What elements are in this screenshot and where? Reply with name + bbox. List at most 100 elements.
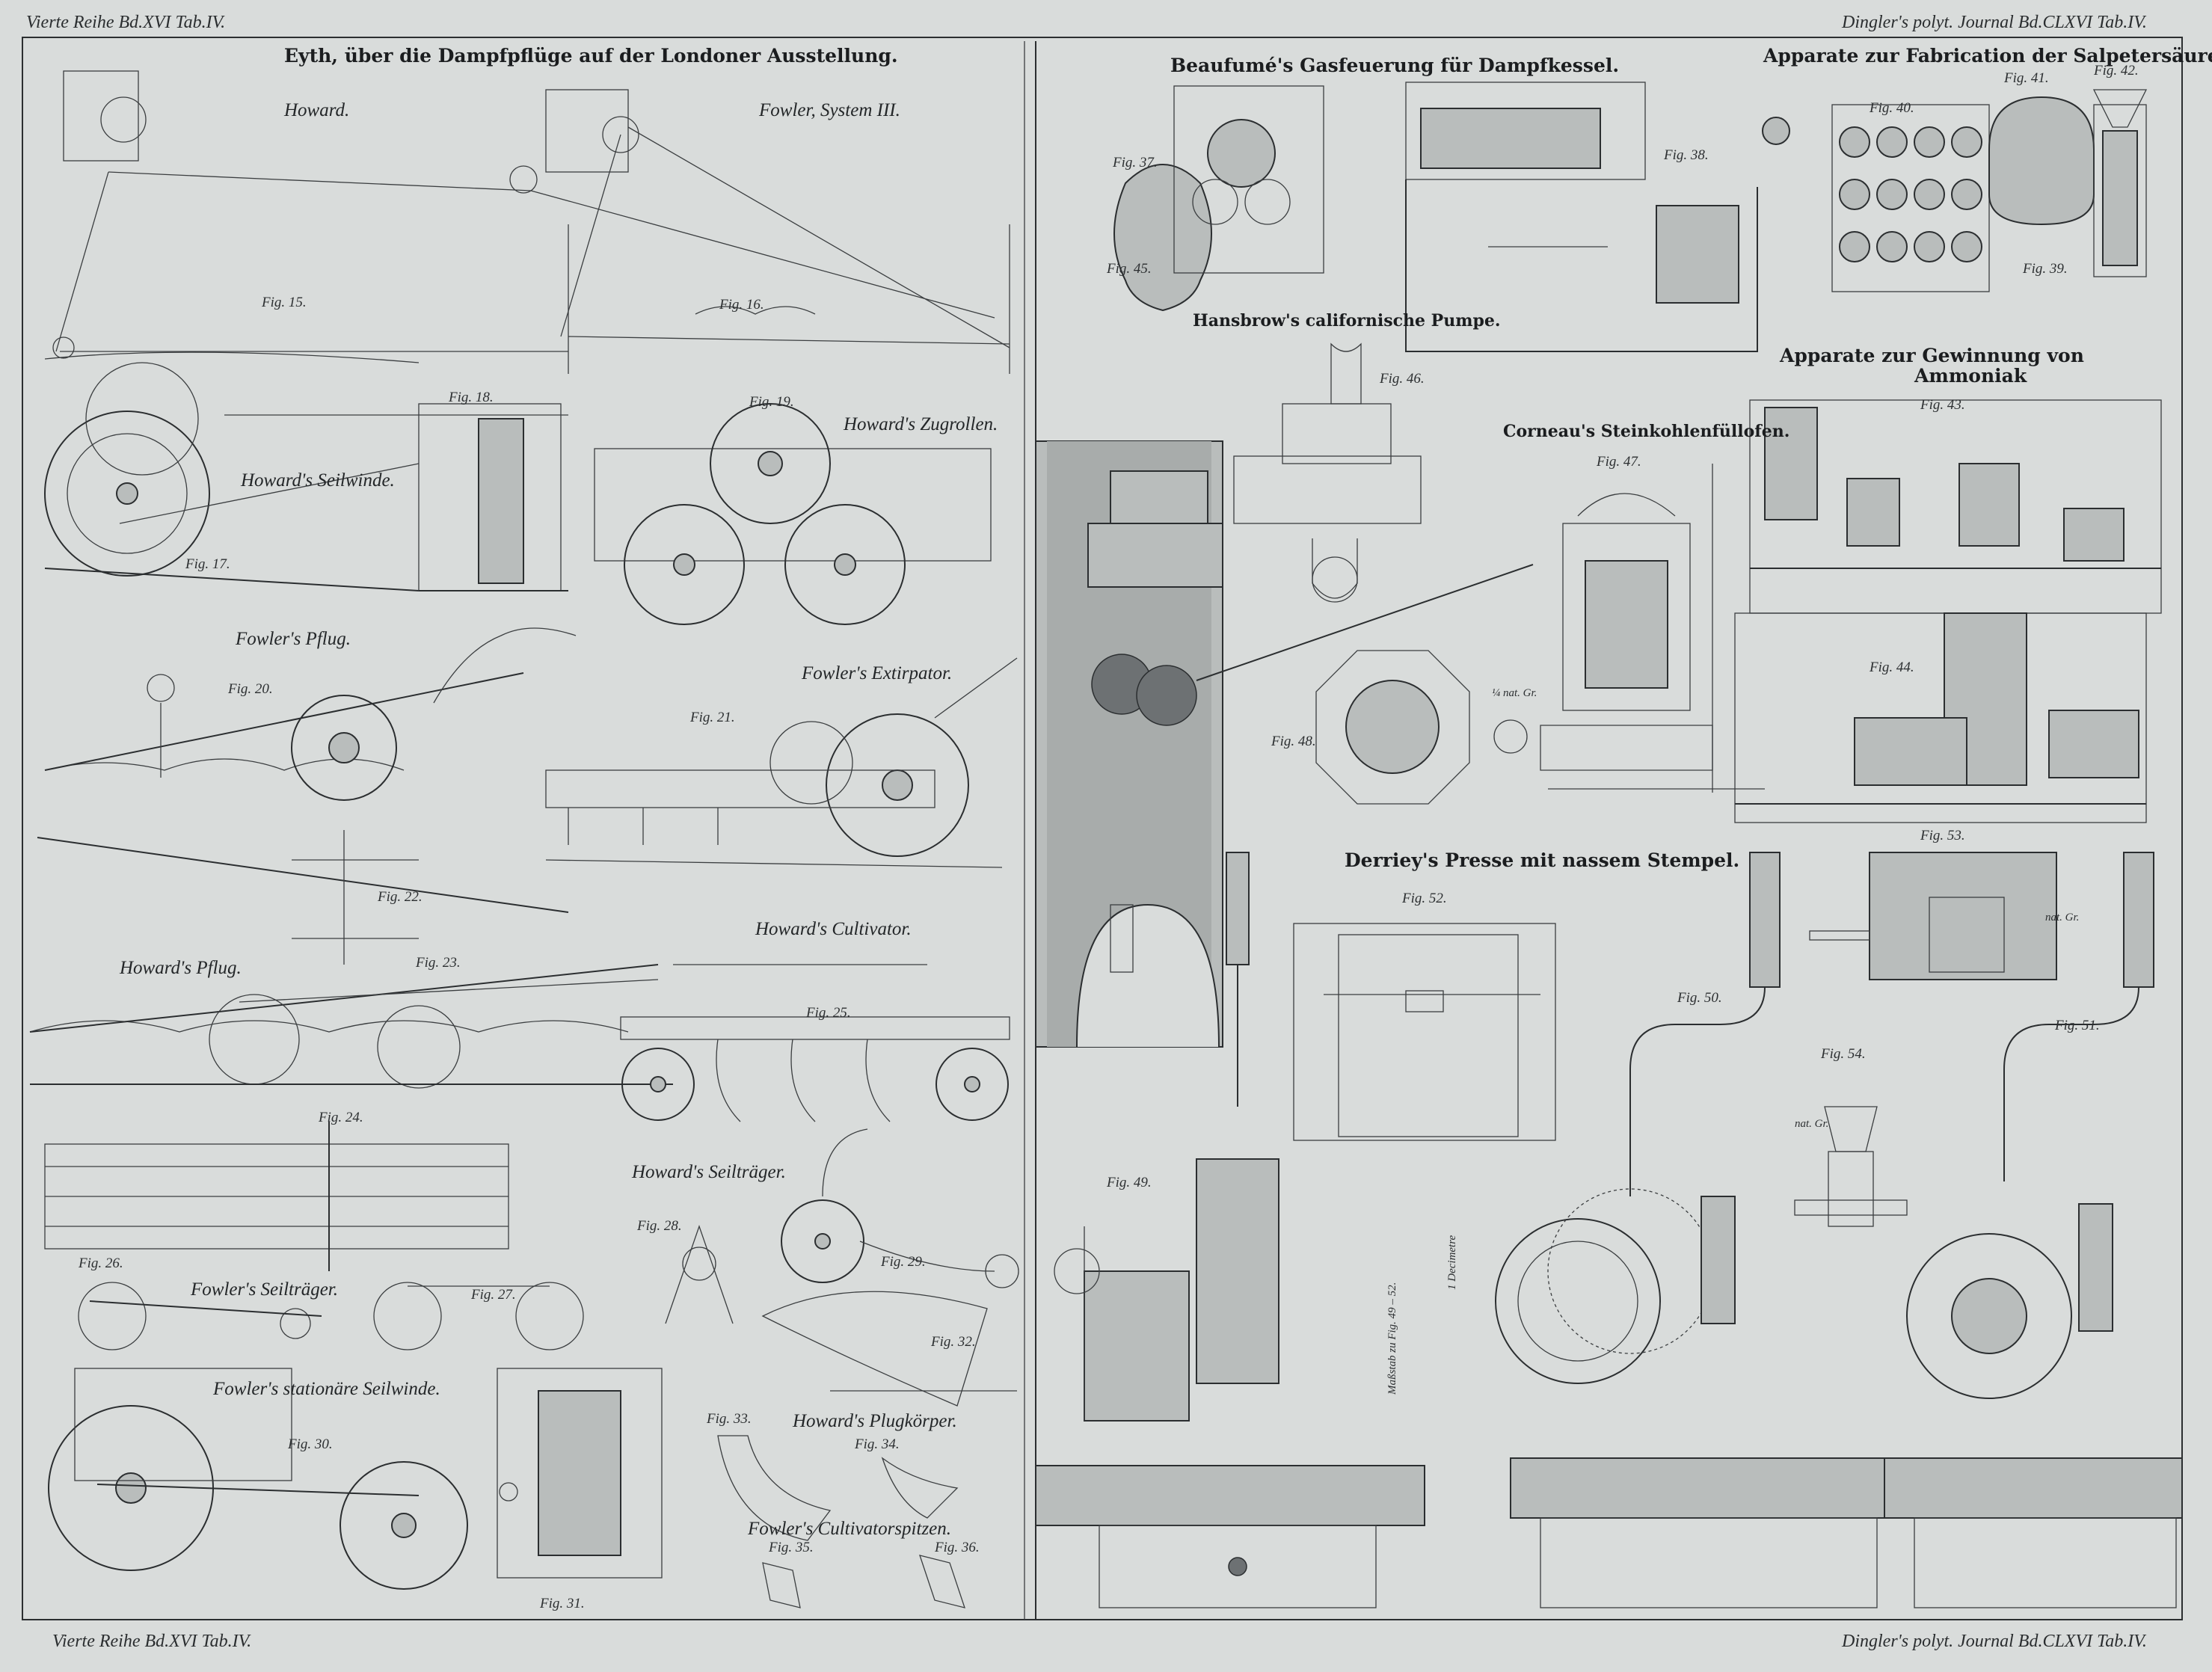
- fig38-kessel: [1405, 82, 1758, 352]
- caption-fowler-stationaere: Fowler's stationäre Seilwinde.: [213, 1379, 440, 1399]
- fig45-pumpe: [1035, 164, 1534, 1048]
- fig-label-36: Fig. 36.: [935, 1540, 980, 1555]
- section-title-beaufume: Beaufumé's Gasfeuerung für Dampfkessel.: [1170, 55, 1620, 76]
- fig-label-52: Fig. 52.: [1402, 891, 1447, 906]
- fig-label-46: Fig. 46.: [1380, 371, 1425, 387]
- fig-label-18: Fig. 18.: [449, 390, 494, 405]
- fig37-feuerung: [1173, 85, 1324, 274]
- fig17-seilwinde: [44, 351, 420, 591]
- fig-label-24: Fig. 24.: [319, 1110, 363, 1125]
- caption-howard-cultivator: Howard's Cultivator.: [755, 919, 912, 939]
- fig43-ammoniak: [1749, 399, 2162, 614]
- fig-label-23: Fig. 23.: [416, 955, 461, 971]
- fig20-fowler-pflug: [44, 627, 577, 801]
- section-title-corneau: Corneau's Steinkohlenfüllofen.: [1503, 422, 1790, 441]
- fig-label-41: Fig. 41.: [2004, 70, 2049, 86]
- fig39-42-salpeterapparate: [1762, 89, 2148, 292]
- fig-label-31: Fig. 31.: [540, 1596, 585, 1611]
- plate-header-left: Vierte Reihe Bd.XVI Tab.IV.: [26, 13, 226, 32]
- fig19-zugrollen: [594, 403, 992, 625]
- caption-howard-zugrollen: Howard's Zugrollen.: [844, 414, 998, 434]
- fig-label-37: Fig. 37.: [1113, 155, 1158, 170]
- caption-fowler-system: Fowler, System III.: [759, 100, 900, 120]
- fig-label-15: Fig. 15.: [262, 295, 307, 310]
- section-title-ammoniak-line2: Ammoniak: [1914, 365, 2027, 387]
- section-title-salpeter: Apparate zur Fabrication der Salpetersäu…: [1763, 45, 2212, 67]
- fig-label-53: Fig. 53.: [1920, 828, 1965, 843]
- fig24-cultivator-plan: [44, 1122, 509, 1271]
- fig-label-48: Fig. 48.: [1271, 734, 1316, 749]
- section-title-derriey: Derriey's Presse mit nassem Stempel.: [1345, 849, 1740, 871]
- fig50-presse: [1495, 852, 1915, 1608]
- fig-label-22: Fig. 22.: [378, 889, 423, 905]
- fig18-seilwinde-section: [224, 403, 568, 591]
- note-massstab: Maßstab zu Fig. 49 – 52.: [1386, 1282, 1398, 1395]
- fig-label-51: Fig. 51.: [2055, 1018, 2100, 1033]
- caption-fowler-cultivatorspitzen: Fowler's Cultivatorspitzen.: [748, 1519, 952, 1539]
- fig-label-54: Fig. 54.: [1821, 1046, 1866, 1062]
- fig-label-49: Fig. 49.: [1107, 1175, 1152, 1190]
- fig-label-25: Fig. 25.: [806, 1005, 851, 1021]
- fig47-steinkohlenofen: [1540, 464, 1765, 793]
- fig-label-44: Fig. 44.: [1870, 660, 1914, 675]
- fig-label-32: Fig. 32.: [931, 1334, 976, 1350]
- plate-header-right: Dingler's polyt. Journal Bd.CLXVI Tab.IV…: [1842, 13, 2147, 32]
- fig-label-43: Fig. 43.: [1920, 397, 1965, 413]
- fig-label-47: Fig. 47.: [1597, 454, 1641, 470]
- plate-footer-right: Dingler's polyt. Journal Bd.CLXVI Tab.IV…: [1842, 1632, 2147, 1651]
- fig-label-39: Fig. 39.: [2023, 261, 2068, 277]
- fig31-winch-section: [497, 1368, 663, 1579]
- section-title-ammoniak-line1: Apparate zur Gewinnung von: [1780, 345, 2084, 366]
- section-title-eyth: Eyth, über die Dampfpflüge auf der Londo…: [284, 45, 898, 67]
- caption-howard-seiltraeger: Howard's Seilträger.: [632, 1162, 786, 1182]
- fig48-grundriss: [1315, 650, 1528, 805]
- fig-label-21: Fig. 21.: [690, 710, 735, 725]
- fig-label-28: Fig. 28.: [637, 1218, 682, 1234]
- fig30-stationaere-seilwinde: [48, 1368, 468, 1590]
- fig32-36-plough-bodies: [717, 1291, 1017, 1608]
- section-title-hansbrow: Hansbrow's californische Pumpe.: [1193, 311, 1501, 331]
- fig15-rope-diagram: [52, 70, 995, 359]
- fig52-stempel: [1293, 923, 1556, 1141]
- fig49-presse: [1035, 852, 1425, 1608]
- fig-label-20: Fig. 20.: [228, 681, 273, 697]
- fig-label-42: Fig. 42.: [2094, 63, 2139, 79]
- caption-howard-seilwinde: Howard's Seilwinde.: [241, 470, 395, 491]
- fig46-pumpe-detail: [1233, 342, 1422, 603]
- fig-label-30: Fig. 30.: [288, 1436, 333, 1452]
- fig-label-45: Fig. 45.: [1107, 261, 1152, 277]
- fig-label-40: Fig. 40.: [1870, 100, 1914, 116]
- fig-label-50: Fig. 50.: [1677, 990, 1722, 1006]
- fig23-howard-pflug: [29, 964, 673, 1089]
- fig-label-17: Fig. 17.: [185, 556, 230, 572]
- note-decimetre: 1 Decimetre: [1446, 1235, 1458, 1290]
- plate-footer-left: Vierte Reihe Bd.XVI Tab.IV.: [52, 1632, 252, 1651]
- fig-label-33: Fig. 33.: [707, 1411, 752, 1427]
- caption-fowler-pflug: Fowler's Pflug.: [236, 629, 351, 649]
- fig21-extirpator: [545, 657, 1018, 868]
- fig25-cultivator: [620, 964, 1010, 1122]
- caption-howard-plugkoerper: Howard's Plugkörper.: [793, 1411, 957, 1431]
- note-natural-scale-54: nat. Gr.: [1795, 1118, 1829, 1130]
- fig44-ammoniak: [1734, 612, 2147, 823]
- fig-label-16: Fig. 16.: [719, 297, 764, 313]
- fig16-rope-diagram: [545, 89, 1010, 374]
- fig-label-29: Fig. 29.: [881, 1254, 926, 1270]
- fig-label-34: Fig. 34.: [855, 1436, 900, 1452]
- fig22-plan: [37, 830, 569, 965]
- fig53-54-stempel: [1794, 852, 2057, 1227]
- caption-howard: Howard.: [284, 100, 350, 120]
- fig-label-35: Fig. 35.: [769, 1540, 814, 1555]
- fig51-presse: [1884, 852, 2183, 1608]
- fig-label-38: Fig. 38.: [1664, 147, 1709, 163]
- note-quarter-scale: ¼ nat. Gr.: [1492, 687, 1537, 699]
- fig26-29-carriers: [78, 1128, 1019, 1350]
- fig-label-19: Fig. 19.: [749, 394, 794, 410]
- caption-fowler-extirpator: Fowler's Extirpator.: [802, 663, 953, 683]
- fig-label-26: Fig. 26.: [79, 1255, 123, 1271]
- note-natural-scale-53: nat. Gr.: [2045, 912, 2080, 923]
- plate-border: [22, 37, 2183, 1620]
- caption-howard-pflug: Howard's Pflug.: [120, 958, 242, 978]
